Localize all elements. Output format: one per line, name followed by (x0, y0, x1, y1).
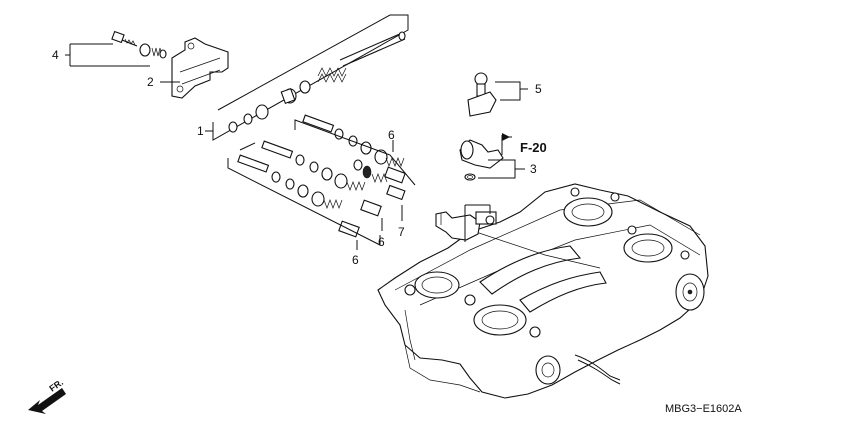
valve-row-lower (237, 154, 360, 238)
reference-label: F-20 (520, 140, 547, 155)
valve-row-7 (353, 159, 406, 201)
callout-5: 5 (535, 82, 542, 96)
front-direction-arrow (28, 388, 66, 414)
bracket-part-2 (171, 37, 229, 99)
washer-part-4 (139, 43, 167, 59)
callout-4: 4 (52, 48, 59, 62)
callout-1: 1 (197, 124, 204, 138)
leader-lines (65, 43, 528, 250)
callout-6-lower: 6 (352, 253, 359, 267)
part-group-1-outline (205, 14, 409, 141)
clip-part-5 (467, 72, 497, 117)
callout-6-middle: 6 (378, 235, 385, 249)
callout-6-upper: 6 (388, 128, 395, 142)
part-group-6-outline (227, 119, 416, 246)
valve-row-upper (302, 114, 406, 184)
drawing-code: MBG3−E1602A (665, 403, 742, 415)
callout-7: 7 (398, 225, 405, 239)
callout-2: 2 (147, 75, 154, 89)
spring-part (317, 67, 347, 83)
throttle-body-assembly (377, 183, 709, 399)
valve-row-middle (261, 140, 382, 217)
shaft-part (339, 31, 406, 67)
callout-3: 3 (530, 162, 537, 176)
bolt-part-4 (111, 30, 138, 47)
collar-part (228, 80, 311, 133)
joint-part-3 (459, 139, 504, 181)
